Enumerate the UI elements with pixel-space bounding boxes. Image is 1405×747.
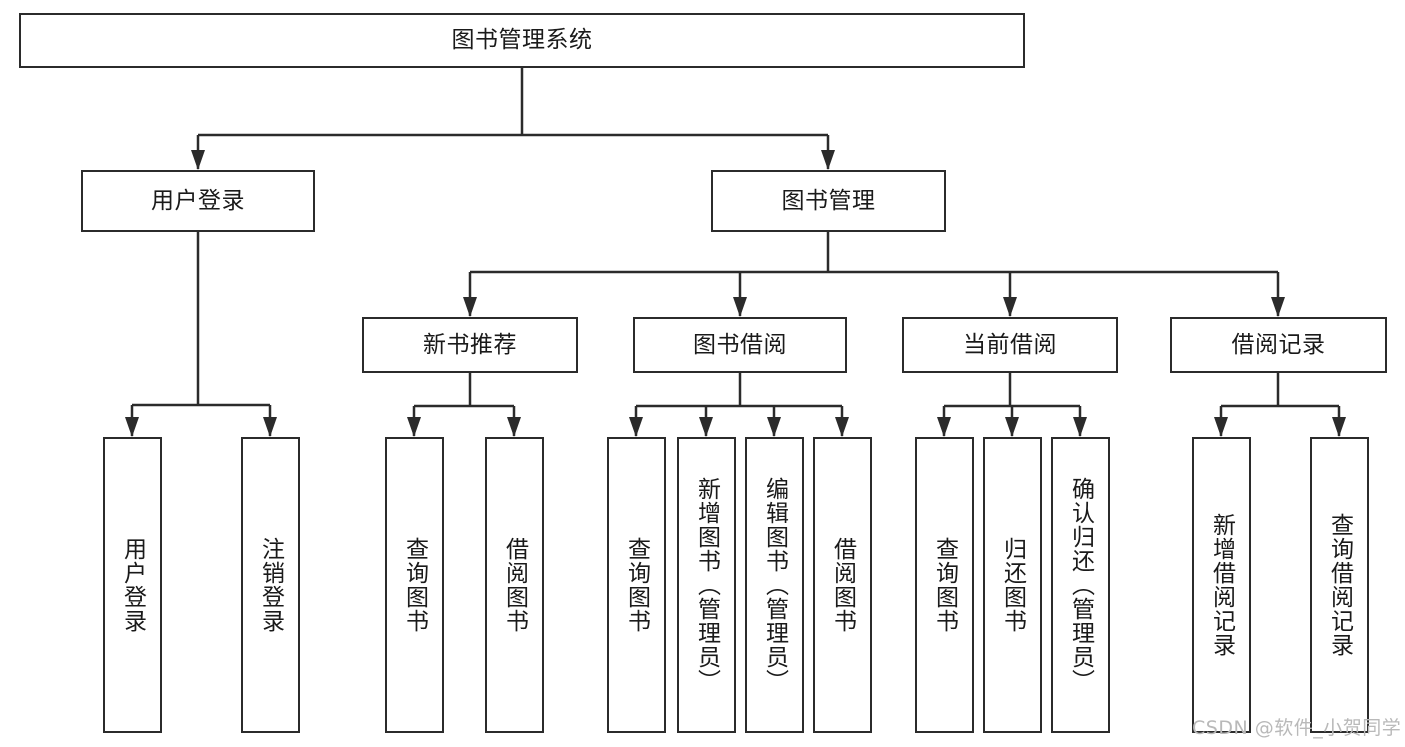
arrow-head-book-manage-split-3 — [1271, 297, 1285, 317]
arrow-head-book-manage-split-0 — [463, 297, 477, 317]
node-leaf-borrow-book-2[interactable]: 借阅图书 — [813, 437, 872, 733]
node-borrow-record[interactable]: 借阅记录 — [1170, 317, 1387, 373]
arrow-head-recommend-split-1 — [507, 417, 521, 437]
node-label-leaf-borrow-book-1: 借阅图书 — [501, 537, 528, 633]
node-label-root: 图书管理系统 — [451, 27, 593, 54]
arrow-head-user-login-split-1 — [263, 417, 277, 437]
node-leaf-return-book[interactable]: 归还图书 — [983, 437, 1042, 733]
arrow-head-borrow-split-3 — [835, 417, 849, 437]
csdn-watermark: CSDN @软件_小贺同学 — [1192, 717, 1402, 739]
node-label-book-manage: 图书管理 — [781, 187, 876, 214]
node-leaf-borrow-book-1[interactable]: 借阅图书 — [485, 437, 544, 733]
node-leaf-add-record[interactable]: 新增借阅记录 — [1192, 437, 1251, 733]
node-leaf-query-record[interactable]: 查询借阅记录 — [1310, 437, 1369, 733]
node-new-book-recommend[interactable]: 新书推荐 — [362, 317, 578, 373]
node-leaf-user-login[interactable]: 用户登录 — [103, 437, 162, 733]
node-leaf-confirm-return[interactable]: 确认归还（管理员） — [1051, 437, 1110, 733]
node-leaf-add-book[interactable]: 新增图书（管理员） — [677, 437, 736, 733]
arrow-head-borrow-split-1 — [699, 417, 713, 437]
node-user-login[interactable]: 用户登录 — [81, 170, 315, 232]
arrow-head-record-split-1 — [1332, 417, 1346, 437]
node-current-borrow[interactable]: 当前借阅 — [902, 317, 1118, 373]
node-label-leaf-edit-book: 编辑图书（管理员） — [761, 477, 788, 693]
node-label-leaf-query-book-2: 查询图书 — [623, 537, 650, 633]
arrow-head-root-split-1 — [821, 150, 835, 170]
node-leaf-logout-login[interactable]: 注销登录 — [241, 437, 300, 733]
arrow-head-book-manage-split-2 — [1003, 297, 1017, 317]
node-label-leaf-add-book: 新增图书（管理员） — [693, 477, 720, 693]
node-label-new-book-recommend: 新书推荐 — [423, 331, 517, 358]
node-label-leaf-add-record: 新增借阅记录 — [1208, 513, 1235, 657]
node-label-book-borrow: 图书借阅 — [693, 331, 787, 358]
node-label-leaf-query-book-1: 查询图书 — [401, 537, 428, 633]
node-label-borrow-record: 借阅记录 — [1231, 331, 1326, 358]
node-leaf-edit-book[interactable]: 编辑图书（管理员） — [745, 437, 804, 733]
node-label-user-login: 用户登录 — [151, 187, 245, 214]
node-leaf-query-book-1[interactable]: 查询图书 — [385, 437, 444, 733]
arrow-head-borrow-split-2 — [767, 417, 781, 437]
node-book-manage[interactable]: 图书管理 — [711, 170, 946, 232]
arrow-head-user-login-split-0 — [125, 417, 139, 437]
node-label-leaf-confirm-return: 确认归还（管理员） — [1067, 477, 1094, 693]
arrow-head-book-manage-split-1 — [733, 297, 747, 317]
node-leaf-query-book-2[interactable]: 查询图书 — [607, 437, 666, 733]
arrow-head-current-split-0 — [937, 417, 951, 437]
arrow-head-root-split-0 — [191, 150, 205, 170]
arrow-head-record-split-0 — [1214, 417, 1228, 437]
node-book-borrow[interactable]: 图书借阅 — [633, 317, 847, 373]
arrow-head-current-split-2 — [1073, 417, 1087, 437]
node-label-leaf-return-book: 归还图书 — [999, 537, 1026, 633]
node-label-leaf-query-record: 查询借阅记录 — [1326, 513, 1353, 657]
node-label-leaf-user-login: 用户登录 — [119, 537, 146, 633]
arrow-head-current-split-1 — [1005, 417, 1019, 437]
arrow-head-recommend-split-0 — [407, 417, 421, 437]
node-label-leaf-logout-login: 注销登录 — [257, 537, 284, 633]
node-label-leaf-borrow-book-2: 借阅图书 — [829, 537, 856, 633]
node-label-leaf-query-book-3: 查询图书 — [931, 537, 958, 633]
arrow-head-borrow-split-0 — [629, 417, 643, 437]
node-leaf-query-book-3[interactable]: 查询图书 — [915, 437, 974, 733]
node-label-current-borrow: 当前借阅 — [963, 331, 1057, 358]
node-root[interactable]: 图书管理系统 — [19, 13, 1025, 68]
